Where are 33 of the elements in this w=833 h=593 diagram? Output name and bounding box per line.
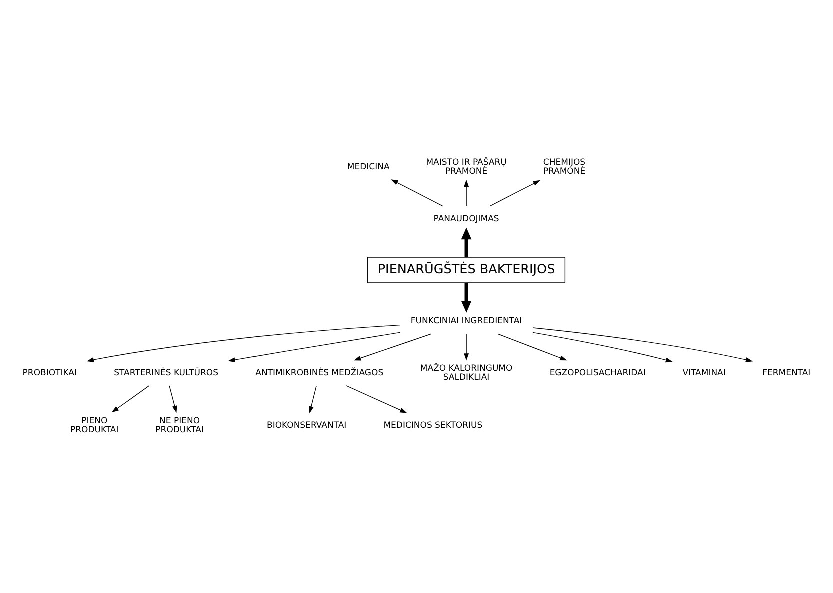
arrow: [498, 334, 568, 361]
node-text: NE PIENO PRODUKTAI: [156, 416, 204, 436]
node-text: PROBIOTIKAI: [22, 368, 78, 378]
arrow: [346, 386, 408, 414]
node-text: MAISTO IR PAŠARŲ PRAMONĖ: [426, 158, 507, 178]
arrow: [86, 324, 400, 362]
arrow: [532, 328, 754, 362]
arrow: [461, 283, 472, 313]
node-text: STARTERINĖS KULTŪROS: [114, 368, 218, 378]
node-text: MEDICINA: [347, 162, 390, 173]
arrow: [532, 332, 673, 363]
node-text: PIENO PRODUKTAI: [70, 416, 119, 436]
node-text: FERMENTAI: [762, 368, 811, 378]
node-text: MAŽO KALORINGUMO SALDIKLIAI: [420, 364, 513, 383]
node-box: PIENARŪGŠTĖS BAKTERIJOS: [368, 257, 566, 284]
arrow: [112, 386, 150, 413]
node-text: VITAMINAI: [682, 368, 726, 378]
arrow: [461, 228, 472, 258]
arrow: [464, 180, 470, 207]
arrow: [490, 180, 540, 207]
arrow: [391, 180, 444, 207]
arrow: [464, 334, 470, 361]
node-text: PANAUDOJIMAS: [434, 214, 500, 224]
arrow: [308, 386, 317, 414]
node-text: ANTIMIKROBINĖS MEDŽIAGOS: [256, 368, 384, 378]
node-text: EGZOPOLISACHARIDAI: [550, 368, 646, 378]
arrow: [228, 332, 400, 362]
arrow: [169, 386, 178, 414]
arrow: [354, 334, 432, 361]
node-text: FUNKCINIAI INGREDIENTAI: [410, 316, 522, 327]
node-text: MEDICINOS SEKTORIUS: [384, 420, 483, 431]
node-text: CHEMIJOS PRAMONĖ: [543, 158, 586, 178]
node-text: BIOKONSERVANTAI: [266, 420, 347, 431]
